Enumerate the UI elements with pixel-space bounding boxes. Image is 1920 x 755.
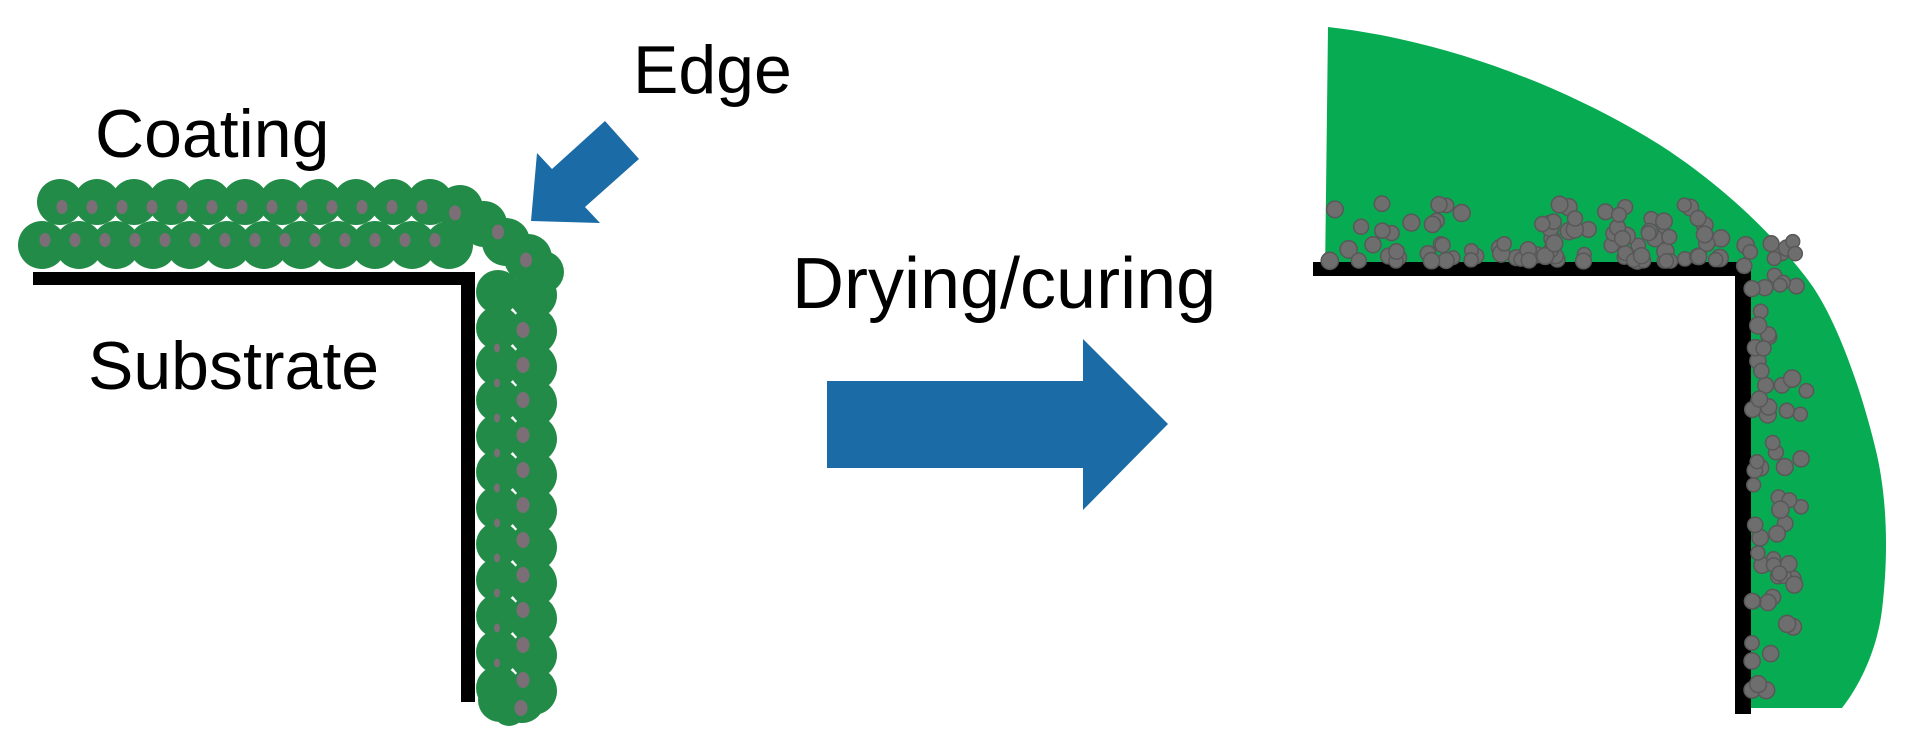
edge-label: Edge — [633, 32, 792, 108]
drying-curing-label: Drying/curing — [792, 244, 1217, 324]
substrate-vertical-line — [461, 272, 475, 702]
dried-coating-diagram — [1313, 27, 1887, 714]
wet-coating-diagram — [18, 121, 639, 726]
drying-curing-arrow-icon — [827, 339, 1168, 510]
substrate-label: Substrate — [88, 328, 380, 404]
substrate-horizontal-line — [33, 272, 475, 285]
wet-coating-blobs — [18, 179, 564, 726]
coating-label: Coating — [95, 96, 330, 172]
edge-pointer-arrow-icon — [531, 121, 639, 223]
wet-coating-particle-dots — [39, 200, 532, 716]
settled-particles — [1320, 195, 1815, 700]
dried-coating-shape — [1325, 27, 1887, 708]
